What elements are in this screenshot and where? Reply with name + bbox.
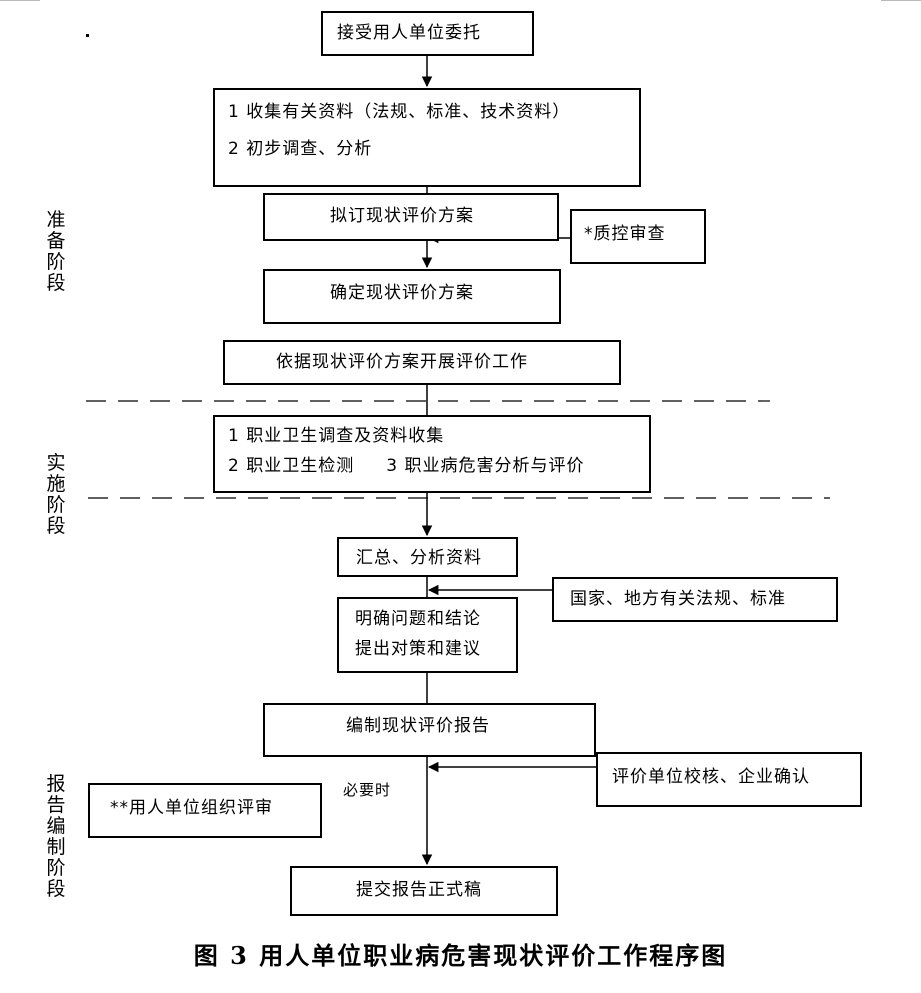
text-accept: 接受用人单位委托 [337, 23, 481, 43]
box-conclude [337, 597, 518, 673]
text-collect-1: 1 收集有关资料（法规、标准、技术资料） [228, 102, 571, 122]
box-draft [263, 193, 559, 241]
text-org-review: **用人单位组织评审 [110, 798, 273, 818]
box-review [596, 752, 862, 807]
text-survey-1: 1 职业卫生调查及资料收集 [228, 426, 445, 446]
box-confirm [263, 269, 561, 324]
box-collect [213, 88, 641, 187]
text-report: 编制现状评价报告 [346, 716, 490, 736]
stage-label-impl: 实施阶段 [46, 452, 66, 537]
box-laws [552, 577, 838, 622]
box-submit [290, 866, 558, 916]
stray-dot [86, 34, 89, 37]
box-summary [337, 537, 518, 577]
box-qc [570, 209, 706, 264]
text-laws: 国家、地方有关法规、标准 [570, 589, 786, 609]
box-accept [321, 11, 534, 56]
text-conclude-2: 提出对策和建议 [355, 639, 481, 659]
box-execute [223, 340, 621, 385]
figure-caption: 图 3 用人单位职业病危害现状评价工作程序图 [193, 941, 728, 970]
text-summary: 汇总、分析资料 [356, 548, 482, 568]
text-collect-2: 2 初步调查、分析 [228, 139, 373, 159]
text-draft: 拟订现状评价方案 [330, 206, 474, 226]
stage-label-report: 报告编制阶段 [46, 773, 66, 900]
stage-label-prep: 准备阶段 [46, 209, 66, 294]
text-execute: 依据现状评价方案开展评价工作 [276, 352, 528, 372]
text-review: 评价单位校核、企业确认 [612, 767, 810, 787]
box-report [263, 703, 596, 757]
text-conclude-1: 明确问题和结论 [355, 609, 481, 629]
text-survey-2: 2 职业卫生检测 3 职业病危害分析与评价 [228, 456, 585, 476]
text-qc: *质控审查 [584, 224, 666, 244]
text-confirm: 确定现状评价方案 [330, 283, 474, 303]
box-org-review [88, 783, 322, 838]
text-submit: 提交报告正式稿 [356, 880, 482, 900]
box-survey [213, 415, 651, 493]
text-when-needed: 必要时 [343, 781, 392, 799]
